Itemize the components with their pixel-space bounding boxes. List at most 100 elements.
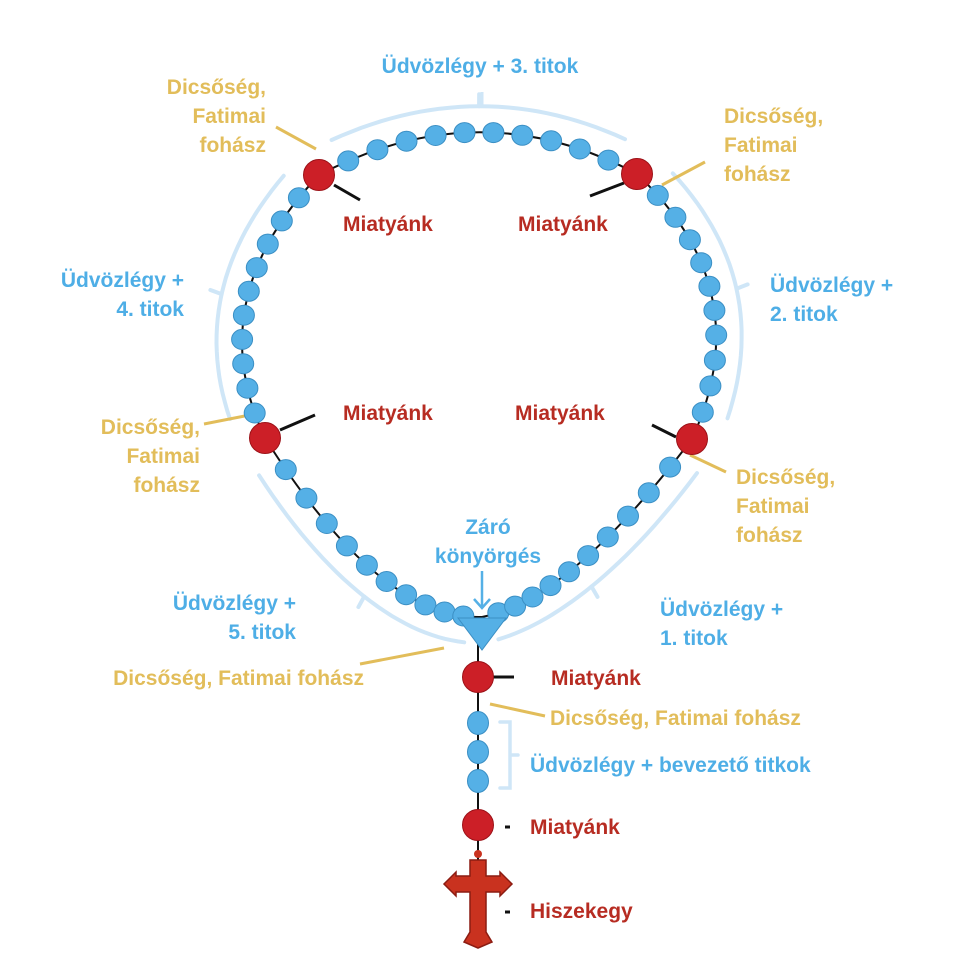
small-bead [596,526,619,548]
label-text: Miatyánk [551,667,641,690]
small-bead [504,595,527,617]
label-line: 5. titok [228,621,296,644]
label-line: Záró [465,516,511,539]
bracket-tick [208,287,224,297]
label-line: Fatimai [126,445,200,468]
label-text: Üdvözlégy + 3. titok [381,55,579,78]
crucifix-icon [442,850,514,949]
label-hail-mary-4: Üdvözlégy + 4. titok [20,266,184,324]
label-text: Miatyánk [518,213,608,236]
large-bead [621,158,653,190]
small-bead [414,594,437,616]
label-glory-bottom: Dicsőség, Fatimai fohász [20,664,364,693]
small-bead [597,149,620,171]
small-bead [690,252,713,274]
small-bead [482,122,505,144]
label-line: Üdvözlégy + [172,592,296,615]
label-hail-mary-intro: Üdvözlégy + bevezető titkok [530,751,811,780]
label-glory-stem: Dicsőség, Fatimai fohász [550,704,801,733]
label-our-father-stem-1: Miatyánk [551,664,641,693]
small-bead [424,125,447,146]
bracket-tick [356,594,367,610]
label-line: fohász [736,524,803,547]
small-bead [617,505,639,527]
large-bead [303,159,335,191]
label-our-father-top-left: Miatyánk [343,210,433,239]
small-bead [274,459,297,481]
label-line: 2. titok [770,303,838,326]
label-text: Miatyánk [343,213,433,236]
decade-brackets [208,92,750,790]
label-line: fohász [133,474,200,497]
label-text: Miatyánk [515,402,605,425]
small-bead [703,299,726,321]
label-closing-prayer: Záró könyörgés [408,513,568,571]
label-glory-mid-left: Dicsőség, Fatimai fohász [40,413,200,500]
small-bead [664,206,687,228]
small-bead [637,482,660,504]
label-text: Miatyánk [343,402,433,425]
small-bead [366,139,389,161]
small-bead [335,535,358,557]
small-bead [467,740,489,764]
small-bead [678,229,701,251]
intro-bracket [498,720,520,790]
leader-line [275,125,317,151]
small-bead [232,304,255,326]
small-bead [295,487,318,509]
small-bead [245,257,268,279]
small-bead [395,130,418,152]
label-creed: Hiszekegy [530,897,633,926]
large-bead [676,423,708,455]
small-bead [691,401,714,423]
label-line: Fatimai [736,495,810,518]
crucifix-loop [474,850,482,858]
small-bead [395,584,418,606]
leader-line [279,413,316,432]
small-bead [375,571,398,592]
small-bead [237,280,260,302]
small-bead [453,122,476,144]
label-line: 1. titok [660,627,728,650]
small-bead [539,575,562,597]
small-bead [705,324,728,346]
crucifix-shape [442,859,514,949]
small-bead [703,349,726,371]
small-bead [577,545,600,567]
arrow-head [473,598,491,610]
large-bead [462,809,494,841]
label-line: Üdvözlégy + [770,274,894,297]
small-bead [270,210,293,232]
leader-line [359,646,445,666]
small-bead [337,150,360,172]
label-our-father-stem-2: Miatyánk [530,813,620,842]
label-line: könyörgés [434,545,542,568]
chain-segment [636,173,718,440]
label-line: fohász [724,163,791,186]
label-line: Fatimai [724,134,798,157]
chain-segment [318,131,638,176]
label-line: Dicsőség, [166,76,266,99]
label-glory-top-right: Dicsőség, Fatimai fohász [724,102,904,189]
large-bead [249,422,281,454]
label-text: Hiszekegy [530,900,633,923]
small-bead [540,130,563,152]
small-bead [467,711,489,735]
decade-bracket [329,104,627,142]
small-bead [699,375,722,397]
label-hail-mary-5: Üdvözlégy + 5. titok [100,589,296,647]
label-text: Miatyánk [530,816,620,839]
small-bead [355,554,378,576]
large-bead [462,661,494,693]
leader-line [589,181,625,198]
label-hail-mary-2: Üdvözlégy + 2. titok [770,271,950,329]
small-bead [698,275,721,297]
leader-line [489,702,546,718]
small-bead [467,769,489,793]
small-bead [646,184,669,206]
label-text: Üdvözlégy + bevezető titkok [530,754,811,777]
small-bead [287,187,310,209]
label-line: Üdvözlégy + [660,598,784,621]
label-glory-top-left: Dicsőség, Fatimai fohász [100,73,266,160]
